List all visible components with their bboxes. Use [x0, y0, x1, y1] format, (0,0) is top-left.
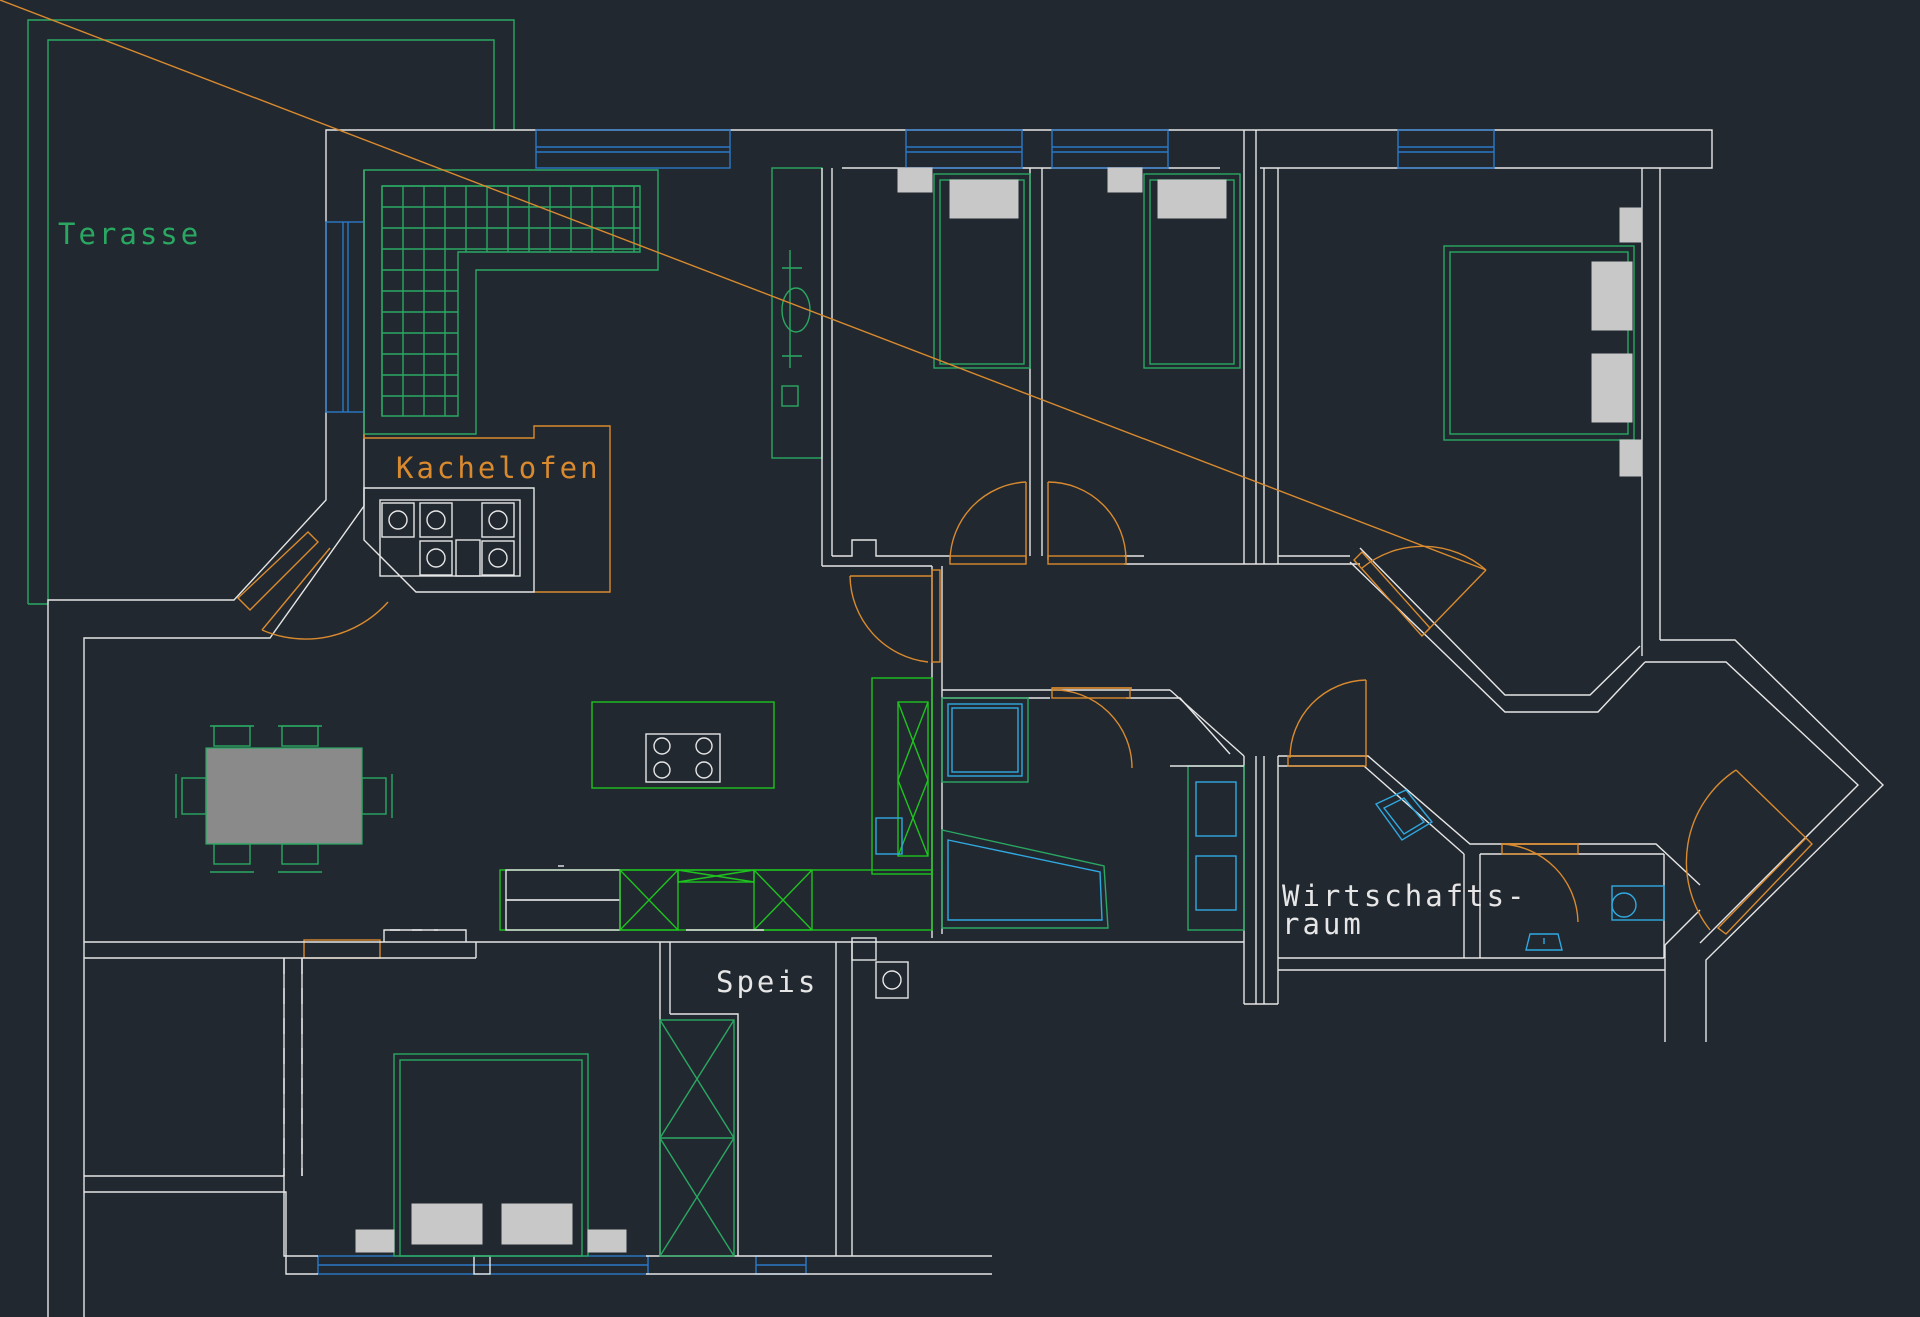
- utility-room-label-2: raum: [1282, 907, 1364, 941]
- burner-cell: [419, 540, 453, 576]
- burner: [488, 548, 508, 568]
- burner-cell: [481, 540, 515, 576]
- tiled-stove: Kachelofen: [363, 425, 611, 593]
- burner-cell: [419, 502, 453, 538]
- interior-walls: [821, 130, 1701, 1005]
- chair: [281, 843, 319, 865]
- burner: [388, 510, 408, 530]
- corner-bench-grid: [363, 169, 659, 435]
- kitchen-island: [591, 701, 775, 789]
- burner-cell: [481, 502, 515, 538]
- burner: [488, 510, 508, 530]
- kitchen-counter: [499, 677, 933, 931]
- sliding-door-track: [283, 929, 438, 1176]
- bathroom: [941, 697, 1245, 931]
- bed-2: [1107, 167, 1241, 369]
- chair: [361, 777, 387, 815]
- wc: [1525, 885, 1665, 951]
- chair: [213, 843, 251, 865]
- utility-room: Wirtschafts- raum: [1282, 789, 1528, 941]
- chair: [181, 777, 207, 815]
- doors: [0, 0, 1813, 959]
- pantry-label: Speis: [716, 965, 818, 999]
- double-bed-master: [1443, 207, 1643, 477]
- utility-room-label-1: Wirtschafts-: [1282, 879, 1528, 913]
- south-walls: Speis: [84, 929, 1244, 1275]
- chair: [213, 725, 251, 747]
- terrace-label: Terasse: [58, 217, 201, 251]
- terrace: Terasse: [27, 19, 515, 605]
- burner: [426, 548, 446, 568]
- bed-1: [897, 167, 1031, 369]
- burner-cell: [381, 502, 415, 538]
- tiled-stove-label: Kachelofen: [396, 451, 601, 485]
- chair: [281, 725, 319, 747]
- double-bed-south: [355, 1053, 627, 1257]
- dining-table: [175, 725, 393, 873]
- exterior-walls: [47, 129, 1884, 1317]
- west-door: [236, 531, 389, 640]
- burner: [426, 510, 446, 530]
- pantry-shelf: [659, 1019, 735, 1257]
- burner-cell: [455, 539, 481, 577]
